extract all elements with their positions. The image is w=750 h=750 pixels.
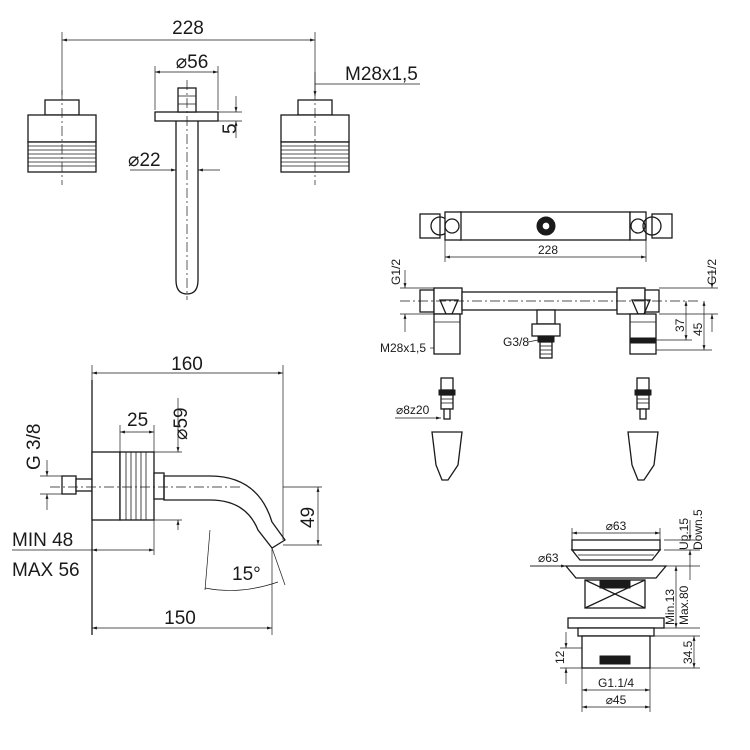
dim-inlet-left-g12: G1/2 [389, 259, 403, 285]
dim-thread-m28: M28x1,5 [345, 64, 418, 85]
dim-centres-228: 228 [538, 243, 558, 257]
dim-height-12: 12 [553, 650, 567, 664]
dim-wall-min-48: MIN 48 [12, 530, 73, 551]
waste-view: ⌀63 ⌀63 Up.15 Down.5 Min.13 Max.80 34.5 … [530, 509, 705, 712]
side-view: 160 25 ⌀59 G 3/8 49 MIN 48 MAX 56 [12, 354, 322, 635]
dim-spout-dia-56: ⌀56 [176, 52, 209, 73]
valve-front [400, 287, 700, 359]
dim-cartridge-8z20: ⌀8z20 [396, 403, 430, 417]
valve-top-plan [419, 211, 673, 241]
right-handle [280, 90, 350, 185]
dim-knob-width-25: 25 [127, 410, 148, 431]
dim-reach-150: 150 [164, 608, 196, 629]
dim-wall-max-56: MAX 56 [12, 560, 80, 581]
dim-up-15: Up.15 [677, 518, 691, 550]
dim-cap-63: ⌀63 [606, 519, 627, 533]
side-dims: 160 25 ⌀59 G 3/8 49 MIN 48 MAX 56 [12, 354, 322, 635]
dim-height-37: 37 [673, 318, 687, 332]
dim-inlet-right-g12: G1/2 [705, 259, 719, 285]
dim-flange-5: 5 [220, 123, 241, 134]
dim-width-228: 228 [172, 18, 204, 39]
valve-view: 228 [380, 211, 719, 481]
dim-min-13: Min.13 [663, 589, 677, 625]
front-dims: 228 ⌀56 M28x1,5 5 ⌀22 [61, 18, 420, 172]
dim-height-45: 45 [691, 322, 705, 336]
dim-total-160: 160 [171, 354, 203, 375]
dim-thread-g114: G1.1/4 [598, 676, 634, 690]
dim-knob-dia-59: ⌀59 [171, 407, 192, 440]
dim-flange-63: ⌀63 [538, 551, 559, 565]
dim-thread-m28-valve: M28x1,5 [380, 341, 426, 355]
dim-angle-15: 15° [232, 564, 261, 585]
spout-front [154, 80, 219, 300]
cartridge-exploded [431, 377, 659, 481]
dim-height-345: 34.5 [681, 640, 695, 664]
dim-outlet-g38: G3/8 [503, 335, 529, 349]
dim-inlet-g38: G 3/8 [24, 424, 45, 470]
dim-max-80: Max.80 [677, 585, 691, 625]
left-handle [27, 90, 97, 185]
dim-base-45: ⌀45 [606, 693, 627, 707]
front-view: 228 ⌀56 M28x1,5 5 ⌀22 [27, 18, 420, 300]
dim-down-5: Down.5 [691, 509, 705, 550]
dim-pipe-dia-22: ⌀22 [128, 150, 161, 171]
dim-drop-49: 49 [298, 507, 319, 528]
